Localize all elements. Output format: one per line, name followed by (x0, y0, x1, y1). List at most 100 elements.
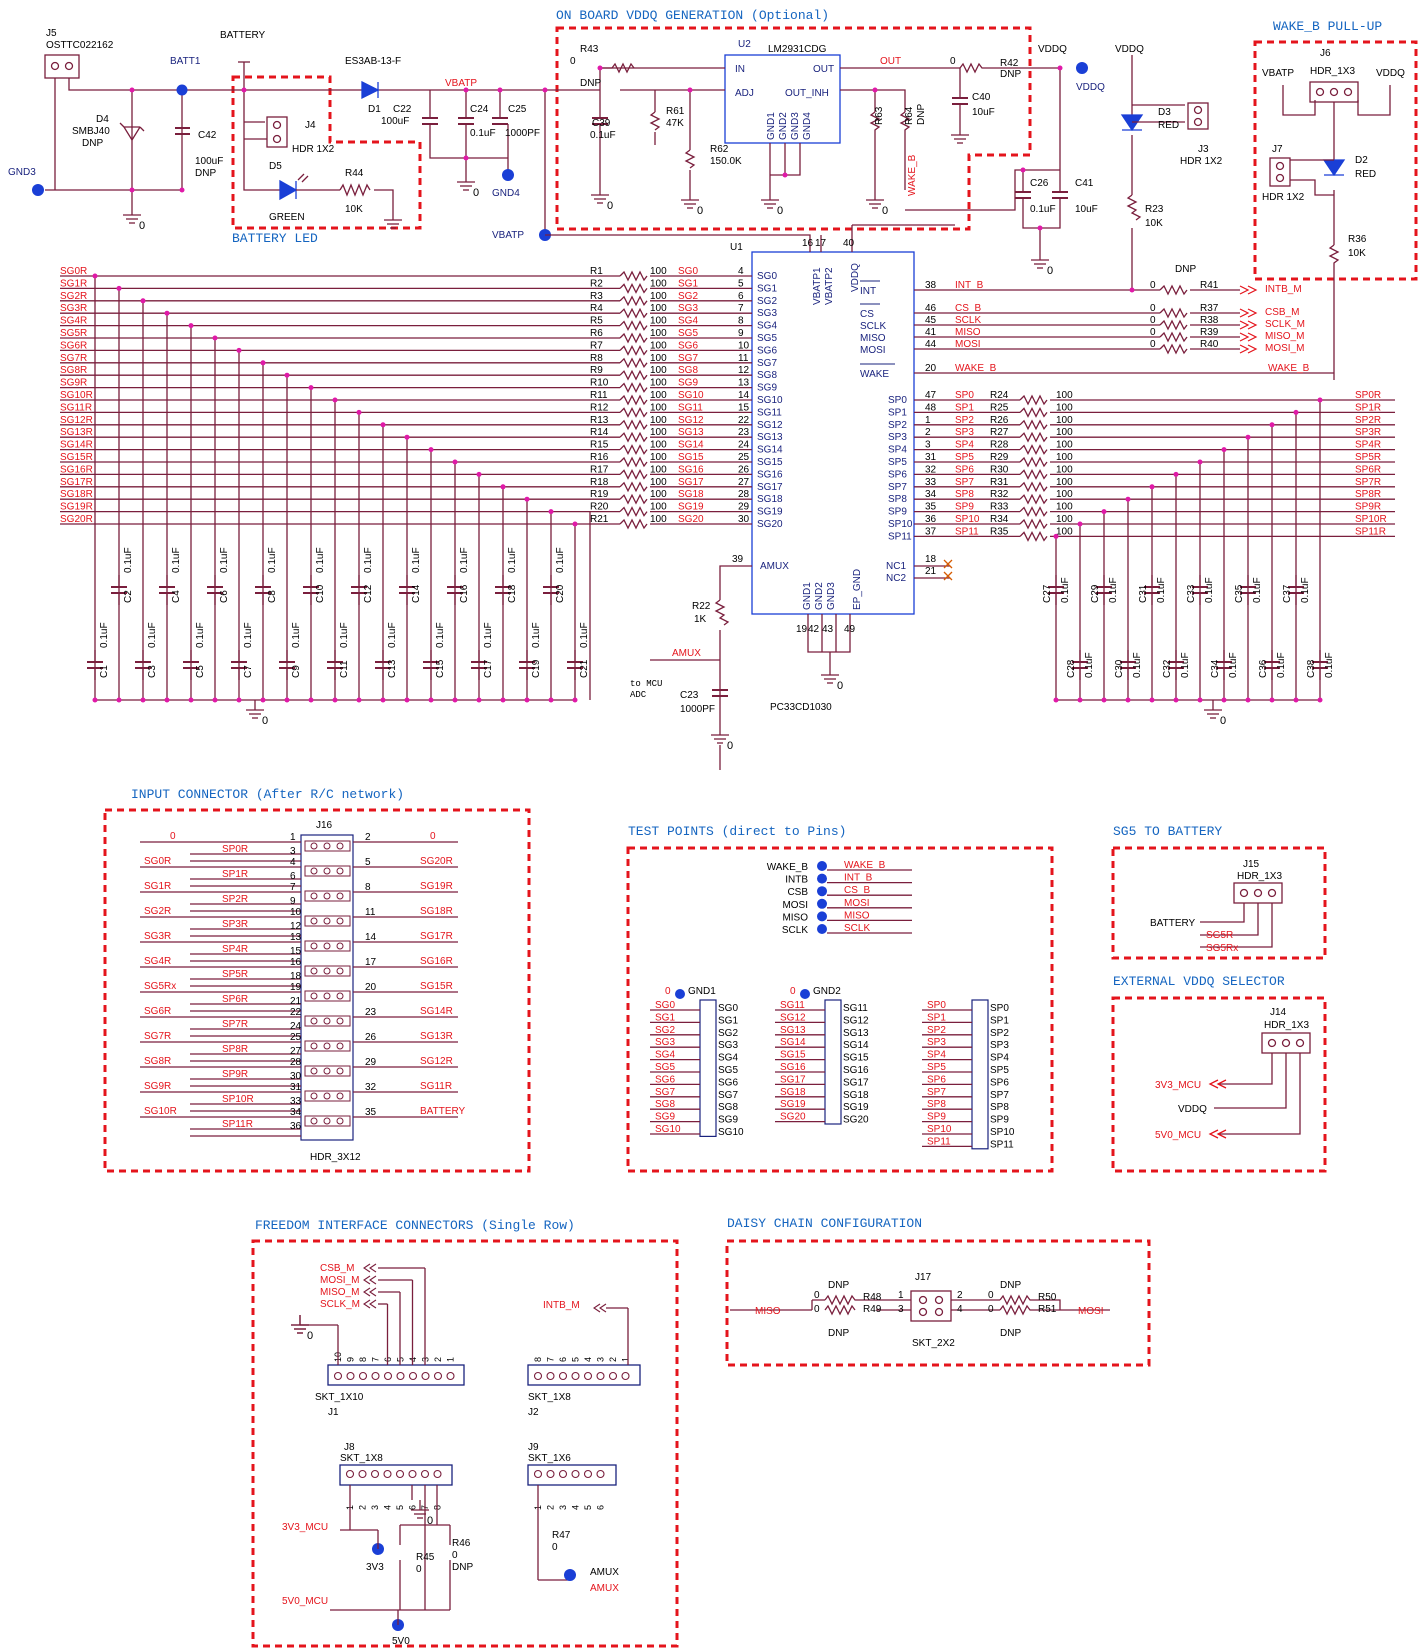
sg-cap-ref: C11 (339, 660, 350, 678)
sp-net-right: SP2R (1355, 415, 1381, 426)
sg-net-left: SG19R (60, 502, 93, 513)
u2-ref: U2 (738, 39, 751, 50)
sg-net-left: SG11R (60, 402, 92, 413)
j16-left-net: SG8R (144, 1056, 171, 1067)
j2-pin-num: 2 (608, 1357, 618, 1362)
ground-icon: 0 (711, 725, 733, 752)
j16-pin-row (304, 990, 351, 1002)
sp-res-ref: R28 (990, 440, 1009, 451)
ground-icon: 0 (866, 190, 888, 217)
sg-resistor (619, 344, 648, 356)
u1-pin49: 49 (844, 624, 856, 635)
sp-cap-val: 0.1uF (1276, 652, 1287, 678)
j17-p3: 3 (898, 1304, 904, 1315)
ground-label: 0 (262, 715, 268, 727)
j1-offpage (363, 1275, 377, 1285)
j9-pin (583, 1469, 593, 1479)
sp-cap-val: 0.1uF (1132, 652, 1143, 678)
sp-net-right: SP5R (1355, 452, 1381, 463)
tp-net: SG13 (780, 1025, 806, 1036)
j16-mid-net: SP1R (222, 869, 248, 880)
ctrl-resistor (1159, 343, 1188, 355)
vbatp-tp-label: VBATP (492, 230, 524, 241)
tp-net: SG2 (655, 1025, 675, 1036)
out-net: OUT (880, 56, 901, 67)
sp-net-right: SP6R (1355, 464, 1381, 475)
r22-val: 1K (694, 614, 707, 625)
j2-body (527, 1364, 641, 1386)
j9-ref: J9 (528, 1442, 539, 1453)
sg-net-mid: SG4 (678, 316, 698, 327)
r50-ref: R50 (1038, 1292, 1057, 1303)
sg-cap-ref: C6 (219, 590, 230, 603)
sg-pin-num: 14 (738, 390, 750, 401)
amux-testpoint (564, 1569, 576, 1581)
j1-pin (346, 1371, 355, 1381)
tp-net: SG15 (780, 1050, 806, 1061)
sp-net-right: SP7R (1355, 477, 1381, 488)
j16-right-net: SG19R (420, 881, 453, 892)
input-connector-title: INPUT CONNECTOR (After R/C network) (131, 787, 404, 802)
tp-pin-label: SG18 (843, 1090, 869, 1101)
tp-pin-label: SG20 (843, 1115, 869, 1126)
v5-net: 5V0_MCU (282, 1596, 328, 1607)
j8-pin (345, 1469, 355, 1479)
u1-sg-pin-name: SG6 (757, 345, 777, 356)
junction (284, 372, 290, 378)
j16-left-pin: 10 (290, 907, 302, 918)
tp-pin-label: SG6 (718, 1077, 738, 1088)
j1-pin-num: 2 (433, 1357, 443, 1362)
r48-val: 0 (814, 1290, 820, 1301)
sg-resistor (619, 320, 648, 332)
j16-right-net: SG18R (420, 906, 453, 917)
j16-pin (336, 917, 344, 925)
j16-mid-net: SP4R (222, 944, 248, 955)
r47-ref: R47 (552, 1530, 571, 1541)
j16-mid-pin: 30 (290, 1071, 302, 1082)
sg-cap-ref: C3 (147, 665, 158, 678)
vddq-tp-label: VDDQ (1076, 82, 1105, 93)
junction (164, 697, 170, 703)
j16-left-net: SG9R (144, 1081, 171, 1092)
tp-header (971, 999, 989, 1150)
junction (1053, 697, 1059, 703)
u1-sg-pin-name: SG10 (757, 395, 783, 406)
j16-pin (310, 1017, 318, 1025)
d4-dnp: DNP (82, 138, 103, 149)
sg-res-ref: R20 (590, 502, 609, 513)
u1-ctrl-pin-num: 44 (925, 339, 937, 350)
sp-pin-num: 47 (925, 390, 937, 401)
junction (332, 397, 338, 403)
v33-tp: 3V3 (366, 1562, 384, 1573)
sg-cap-ref: C7 (243, 665, 254, 678)
ground-label: 0 (139, 220, 145, 232)
batt1-label: BATT1 (170, 56, 201, 67)
j8-part: SKT_1X8 (340, 1453, 383, 1464)
sp-net-mid: SP4 (955, 440, 974, 451)
j2-ref: J2 (528, 1407, 539, 1418)
sg-res-ref: R11 (590, 390, 608, 401)
r50-val: 0 (988, 1290, 994, 1301)
sg-net-mid: SG19 (678, 502, 704, 513)
j1-pin-num: 1 (446, 1357, 456, 1362)
j2-pin (533, 1371, 543, 1381)
sp-res-ref: R33 (990, 502, 1009, 513)
ground-label: 0 (837, 680, 843, 692)
tp-pin-label: SG12 (843, 1015, 869, 1026)
u2-gnd3: GND3 (790, 112, 801, 140)
sg-cap-ref: C14 (411, 584, 422, 603)
v5-tp: 5V0 (392, 1636, 410, 1647)
junction (380, 422, 386, 428)
r43-val: 0 (570, 56, 576, 67)
sg-res-ref: R9 (590, 365, 603, 376)
j16-mid-pin: 24 (290, 1021, 302, 1032)
sp-pin-num: 1 (925, 415, 931, 426)
sg-resistor (619, 419, 648, 431)
tp-net: SG14 (780, 1037, 806, 1048)
tp-net: SG12 (780, 1012, 806, 1023)
batt1-testpoint (176, 84, 188, 96)
j4-connector (266, 116, 288, 148)
tp-pin-label: SG7 (718, 1090, 738, 1101)
j17-p2: 2 (957, 1290, 963, 1301)
